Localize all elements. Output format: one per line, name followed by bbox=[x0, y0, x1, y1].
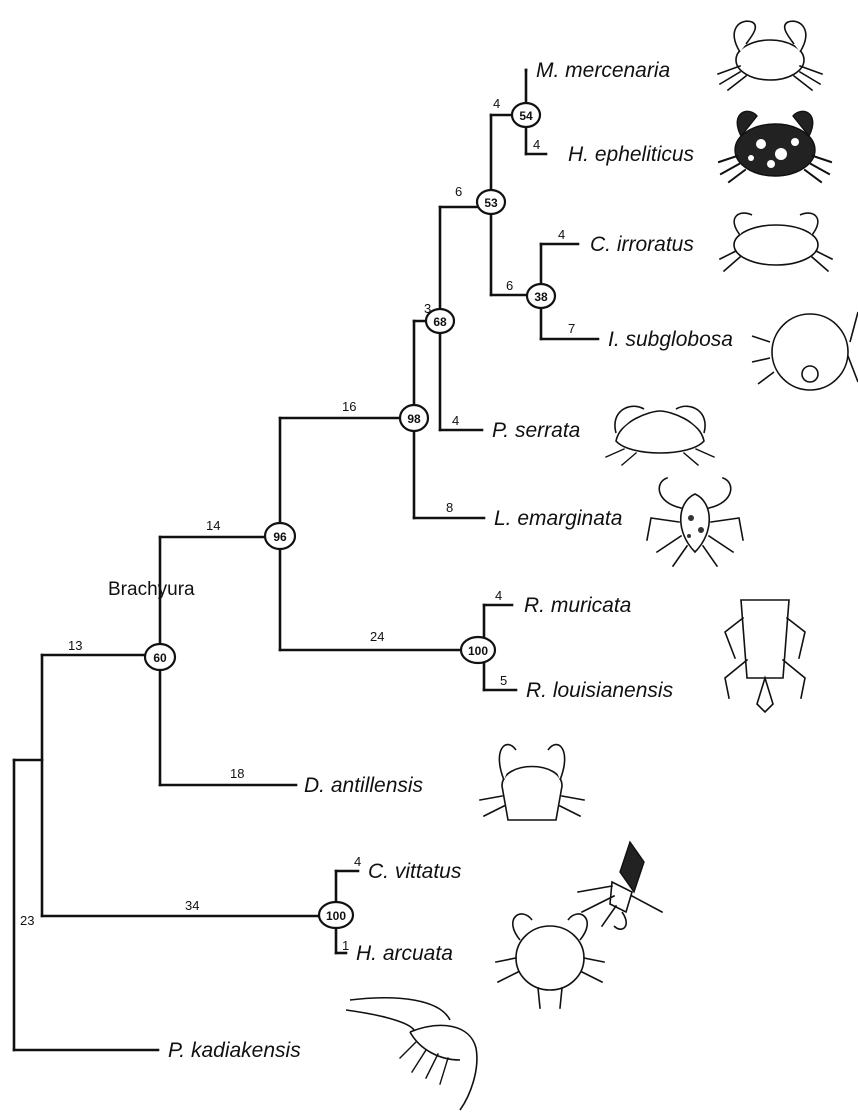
taxon-d-antillensis: D. antillensis bbox=[304, 774, 424, 797]
node-n98: 98 bbox=[400, 405, 428, 431]
taxon-m-mercenaria: M. mercenaria bbox=[536, 59, 670, 82]
blen-to-c-irroratus: 4 bbox=[558, 227, 565, 242]
blen-root-to-crabs: 13 bbox=[68, 638, 82, 653]
node-n54: 54 bbox=[512, 103, 540, 127]
node-n53: 53 bbox=[477, 190, 505, 214]
crab-icon bbox=[718, 21, 822, 90]
blen-to-l-emarginata: 8 bbox=[446, 500, 453, 515]
taxon-l-emarginata: L. emarginata bbox=[494, 507, 622, 530]
bootstrap-n53: 53 bbox=[484, 196, 498, 210]
taxon-c-irroratus: C. irroratus bbox=[590, 233, 694, 256]
blen-to-h-arcuata: 1 bbox=[342, 938, 349, 953]
node-n38: 38 bbox=[527, 284, 555, 308]
blen-to-n68: 3 bbox=[424, 301, 431, 316]
bootstrap-n68: 68 bbox=[433, 315, 447, 329]
bootstrap-n100-anomura: 100 bbox=[326, 909, 346, 923]
node-n60: 60 bbox=[145, 644, 175, 670]
node-n100-anomura: 100 bbox=[319, 902, 353, 928]
tree-branches bbox=[14, 70, 598, 1050]
blen-to-anomura: 34 bbox=[185, 898, 199, 913]
node-n96: 96 bbox=[265, 523, 295, 549]
bootstrap-n38: 38 bbox=[534, 290, 548, 304]
blen-to-raninidae: 24 bbox=[370, 629, 384, 644]
blen-to-i-subglobosa: 7 bbox=[568, 321, 575, 336]
taxon-c-vittatus: C. vittatus bbox=[368, 860, 462, 883]
bootstrap-n100-ranina: 100 bbox=[468, 644, 488, 658]
taxon-p-kadiakensis: P. kadiakensis bbox=[168, 1039, 301, 1062]
spotted-crab-icon bbox=[719, 111, 831, 182]
frog-crab-icon bbox=[725, 600, 805, 712]
crab-icon bbox=[496, 914, 604, 1008]
taxon-i-subglobosa: I. subglobosa bbox=[608, 328, 733, 351]
blen-root-to-outgroup: 23 bbox=[20, 913, 34, 928]
round-crab-icon bbox=[752, 312, 858, 390]
blen-to-n54: 4 bbox=[493, 96, 500, 111]
shrimp-icon bbox=[346, 998, 477, 1110]
taxon-h-epheliticus: H. epheliticus bbox=[568, 143, 695, 166]
crab-icon bbox=[606, 406, 714, 465]
blen-to-n38: 6 bbox=[506, 278, 513, 293]
taxon-r-muricata: R. muricata bbox=[524, 594, 631, 617]
blen-to-h-epheliticus: 4 bbox=[533, 137, 540, 152]
blen-to-d-antillensis: 18 bbox=[230, 766, 244, 781]
taxon-h-arcuata: H. arcuata bbox=[356, 942, 453, 965]
crab-icon bbox=[480, 745, 584, 820]
taxon-p-serrata: P. serrata bbox=[492, 419, 580, 442]
node-n100-ranina: 100 bbox=[461, 637, 495, 663]
spider-crab-icon bbox=[647, 478, 743, 566]
blen-to-n53: 6 bbox=[455, 184, 462, 199]
crab-icon bbox=[720, 213, 832, 271]
blen-to-n96: 14 bbox=[206, 518, 220, 533]
blen-to-p-serrata: 4 bbox=[452, 413, 459, 428]
bootstrap-n54: 54 bbox=[519, 109, 533, 123]
taxon-r-louisianensis: R. louisianensis bbox=[526, 679, 674, 702]
bootstrap-n98: 98 bbox=[407, 412, 421, 426]
blen-to-c-vittatus: 4 bbox=[354, 854, 361, 869]
taxon-labels: M. mercenaria H. epheliticus C. irroratu… bbox=[168, 59, 733, 1062]
bootstrap-n60: 60 bbox=[153, 651, 167, 665]
bootstrap-n96: 96 bbox=[273, 530, 287, 544]
blen-to-r-muricata: 4 bbox=[495, 588, 502, 603]
hermit-crab-icon bbox=[578, 842, 662, 929]
blen-to-n98: 16 bbox=[342, 399, 356, 414]
blen-to-r-louisianensis: 5 bbox=[500, 673, 507, 688]
clade-label-brachyura: Brachyura bbox=[108, 579, 195, 600]
